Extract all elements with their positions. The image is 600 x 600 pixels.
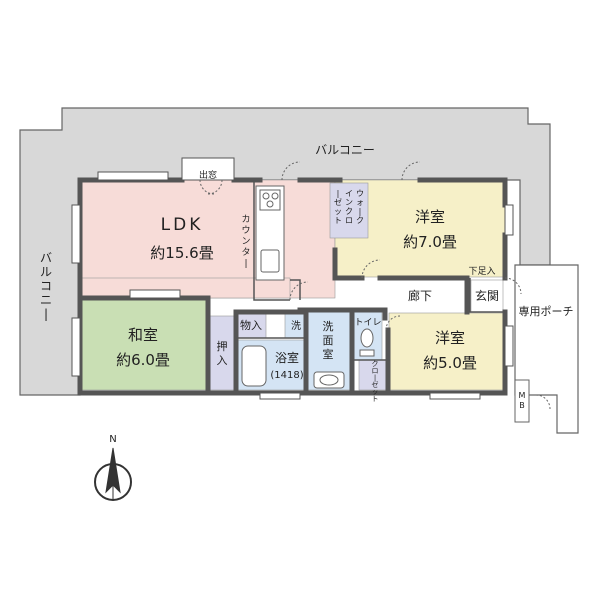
door-swings [199,161,551,410]
walkin-label-char: ト [334,216,342,225]
balcony-left-label-char: バ [40,251,52,265]
stove [259,189,281,211]
mb-box [514,379,530,423]
senmenshitsu-label-char: 面 [323,334,334,347]
walkin-label-char: ン [345,198,353,207]
demado-label: 出窓 [199,169,217,181]
senmenshitsu-label-char: 洗 [323,320,334,333]
rouka-label: 廊下 [408,288,432,303]
room-washitsu [77,297,209,391]
oshiire-label-char: 押 [217,339,228,353]
bathtub [241,345,267,387]
closet-label-char: | [374,374,376,382]
counter-label-char: ン [241,237,250,247]
sink [260,249,280,273]
sen-label: 洗 [291,320,301,332]
counter-label-char: カ [241,214,250,225]
toilet-label: トイレ [354,318,381,328]
ldk-size: 約15.6畳 [150,244,213,262]
balcony-left-label-char: ニ [40,293,52,307]
closet-label-char: ト [372,395,379,403]
walkin-label-char: ク [356,216,364,225]
yoshitsu5-name: 洋室 [435,329,465,347]
ldk-name: LDK [161,215,204,235]
counter-label-char: タ [241,247,250,258]
vanity-basin [319,374,339,386]
closet-label-char: ッ [372,388,379,396]
counter-label-char: | [244,259,247,269]
toilet-bowl [360,328,374,348]
mb-label-char: M [519,391,526,400]
closet-label-char: ロ [372,367,379,375]
fixtures [241,328,530,423]
walkin-label-char: ゼ [334,197,342,207]
walkin-label-char: イ [345,189,353,198]
monoire-label: 物入 [240,318,262,332]
walkin-label-char: ッ [334,207,342,216]
yoshitsu5-size: 約5.0畳 [423,354,477,372]
stove-burner [262,192,270,200]
walkin-label-char: ク [345,207,353,216]
room-oshiire [207,315,237,391]
oshiire-label-char: 入 [217,354,228,367]
closet-label-char: ク [372,360,379,368]
senmenshitsu-label-char: 室 [323,347,334,361]
walkin-label-char: ォ [356,198,364,207]
balcony-top-label: バルコニー [315,143,375,157]
walkin-label-char: | [337,189,340,198]
stove-burner [271,192,279,200]
washitsu-size: 約6.0畳 [116,351,170,369]
bath-size: (1418) [270,370,303,381]
room-walkin [329,182,369,239]
compass-north-label: N [109,434,116,445]
room-ldk-lower [79,277,291,299]
washitsu-name: 和室 [128,326,158,344]
room-monoire [235,311,267,339]
closet-label-char: ゼ [372,380,379,389]
balcony-left-label-char: コ [40,279,52,293]
walkin-label-char: ロ [345,216,353,225]
yoshitsu7-size: 約7.0畳 [403,233,457,251]
room-genkan [470,279,504,313]
balcony-left-label-char: ル [40,265,52,279]
getabako-label: 下足入 [468,266,495,277]
balcony-left-label-char: | [44,307,48,321]
walkin-label-char: ウ [356,189,364,198]
porch-label: 専用ポーチ [519,305,574,318]
counter-label-char: ウ [241,225,250,236]
yoshitsu7-name: 洋室 [415,208,445,226]
room-yoshitsu-5 [388,312,508,391]
windows [71,157,514,400]
toilet-tank [359,349,375,357]
room-closet [358,359,390,391]
compass [94,447,132,501]
vertical-labels: バルコニーバルコニ|カウンターカウンタ|押入押入洗面室洗面室クローゼットクロ|ゼ… [40,189,526,410]
thin-walls [236,182,505,361]
walkin-label-char: | [359,207,362,216]
mb-label-char: B [519,401,525,410]
kitchen [255,185,285,281]
genkan-label: 玄関 [475,288,499,303]
bath-label: 浴室 [275,350,299,365]
stove-burner [266,200,274,208]
